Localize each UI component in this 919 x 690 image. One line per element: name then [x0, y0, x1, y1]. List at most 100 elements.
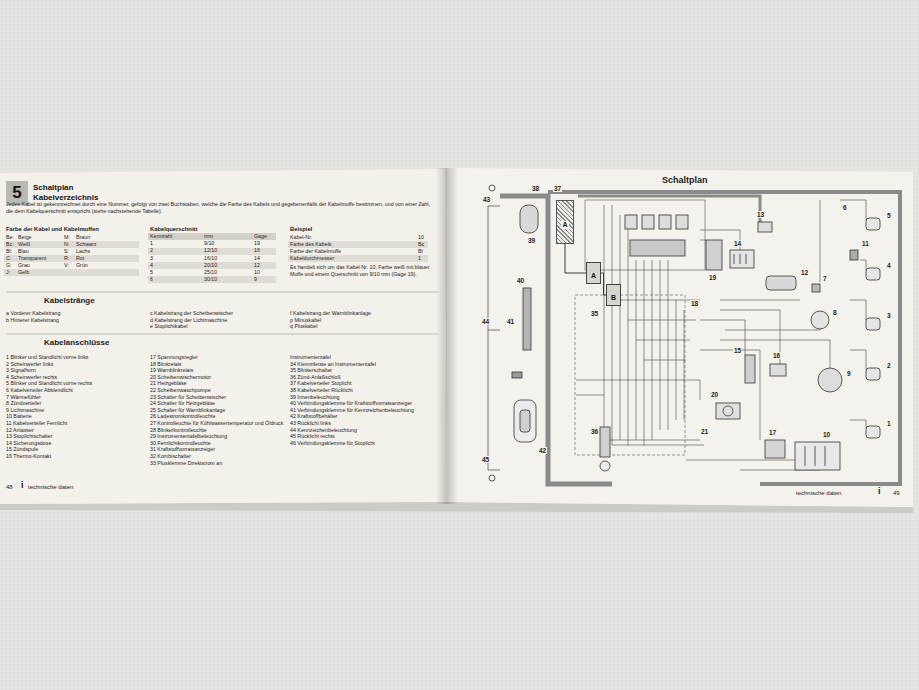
- right-page: [447, 168, 913, 507]
- callout-number: 38: [531, 185, 540, 192]
- table-cell: 20/10: [204, 262, 217, 269]
- callout-number: 5: [886, 212, 892, 219]
- connection-item: 29 Instrumententafelbeleuchtung: [150, 433, 286, 440]
- connection-item: 22 Scheibenwaschpumpe: [150, 387, 286, 394]
- table-cell: J:: [6, 269, 10, 276]
- connection-item: 44 Kennzeichenbeleuchtung: [290, 427, 440, 434]
- table-band: [148, 233, 276, 240]
- table-cell: 12: [254, 262, 260, 269]
- headlamp: [866, 268, 880, 280]
- indicator-lamp: [866, 426, 880, 438]
- switch-symbol: [676, 215, 688, 229]
- connection-item: 20 Scheibenwischermotor: [150, 374, 286, 381]
- harness-item: a Vorderer Kabelstrang: [6, 310, 144, 317]
- callout-number: 37: [553, 185, 562, 192]
- callout-number: 43: [482, 196, 491, 203]
- table-cell: Schwarz: [76, 241, 96, 248]
- table-cell: 5: [150, 269, 153, 276]
- instrument-cluster: [630, 240, 685, 256]
- table-band: [148, 276, 276, 283]
- stoplight-switch: [758, 222, 772, 232]
- table-cell: 16/10: [204, 255, 217, 262]
- table-cell: C:: [6, 255, 11, 262]
- page-footer: technische daten: [28, 484, 73, 491]
- connection-item: 31 Kraftstoffvorratsanzeiger: [150, 446, 286, 453]
- harness-item: b Hinterer Kabelstrang: [6, 317, 144, 324]
- temperature-sensor: [812, 284, 820, 292]
- page-footer: 48: [6, 484, 13, 491]
- connection-item: 38 Kabelverteiler Rücklicht: [290, 387, 440, 394]
- callout-number: 2: [886, 362, 892, 369]
- connection-item: 32 Kombischalter: [150, 453, 286, 460]
- interior-lamp: [520, 205, 538, 233]
- connection-item: 10 Batterie: [6, 413, 144, 420]
- table-cell: 1: [150, 240, 153, 247]
- wire-bundle: [604, 205, 684, 445]
- ignition-coil: [745, 355, 755, 383]
- text-column: Kabelanschlüsse: [44, 338, 109, 347]
- text-column: Jedes Kabel ist gekennzeichnet durch ein…: [6, 201, 438, 214]
- callout-number: 44: [481, 318, 490, 325]
- distributor: [811, 311, 829, 329]
- callout-number: 6: [842, 204, 848, 211]
- table-cell: Weiß: [18, 241, 30, 248]
- table-cell: Grau: [18, 262, 30, 269]
- connection-item: 14 Sicherungsdose: [6, 440, 144, 447]
- connection-item: 6 Kabelverteiler Abblendlicht: [6, 387, 144, 394]
- callout-number: 36: [590, 428, 599, 435]
- table-cell: Bl: [418, 248, 423, 255]
- node-label: A: [590, 272, 597, 280]
- table-cell: M:: [64, 234, 70, 241]
- table-cell: Kabel-Nr.: [290, 234, 312, 241]
- connection-item: 42 Kraftstoffbehälter: [290, 413, 440, 420]
- connection-item: 37 Kabelverteiler Stoplicht: [290, 380, 440, 387]
- table-cell: 9: [254, 276, 257, 283]
- table-title: Farbe der Kabel und Kabelmuffen: [6, 226, 99, 233]
- table-cell: G:: [6, 262, 12, 269]
- intro-text: Jedes Kabel ist gekennzeichnet durch ein…: [6, 201, 438, 214]
- rule-line: [6, 292, 438, 293]
- table-cell: Farbe der Kabelmuffe: [290, 248, 341, 255]
- junction-block: [850, 250, 858, 260]
- connection-item: Instrumententafel: [290, 354, 440, 361]
- table-cell: S:: [64, 248, 69, 255]
- table-cell: Rot: [76, 255, 84, 262]
- horn: [866, 318, 880, 330]
- callout-number: 35: [590, 310, 599, 317]
- fuse-symbol: [734, 254, 746, 264]
- text-column: Kabelstränge: [44, 296, 95, 305]
- table-band: [288, 255, 428, 262]
- callout-number: 11: [861, 240, 870, 247]
- text-column: f Kabelstrang der Warnblinkanlagep Minus…: [290, 310, 438, 330]
- connection-item: 7 Wärmefühler: [6, 394, 144, 401]
- table-cell: R:: [64, 255, 69, 262]
- headlamp: [866, 368, 880, 380]
- callout-number: 1: [886, 420, 892, 427]
- wiper-motor: [706, 240, 722, 270]
- connection-item: 3 Signalhorn: [6, 367, 144, 374]
- left-page: [0, 169, 447, 504]
- callout-number: 3: [886, 312, 892, 319]
- connection-item: 4 Scheinwerfer rechts: [6, 374, 144, 381]
- text-column: Beispiel: [290, 226, 312, 233]
- headlamp: [866, 218, 880, 230]
- table-cell: 3: [150, 255, 153, 262]
- table-cell: 10: [254, 269, 260, 276]
- callout-number: 17: [768, 429, 777, 436]
- table-cell: 14: [254, 255, 260, 262]
- table-cell: Lachs: [76, 248, 90, 255]
- table-band: [148, 248, 276, 255]
- table-cell: Bc:: [6, 241, 14, 248]
- alternator: [818, 368, 842, 392]
- callout-number: 21: [700, 428, 709, 435]
- table-cell: Be:: [6, 234, 14, 241]
- table-cell: Bc: [418, 241, 424, 248]
- battery-cells: [805, 446, 825, 466]
- fan-symbol: [723, 406, 733, 416]
- rule-line: [6, 334, 438, 335]
- fuel-gauge-connector: [523, 288, 531, 350]
- table-cell: Blau: [18, 248, 29, 255]
- connection-item: 41 Verbindungsklemme für Kennzeichenbele…: [290, 407, 440, 414]
